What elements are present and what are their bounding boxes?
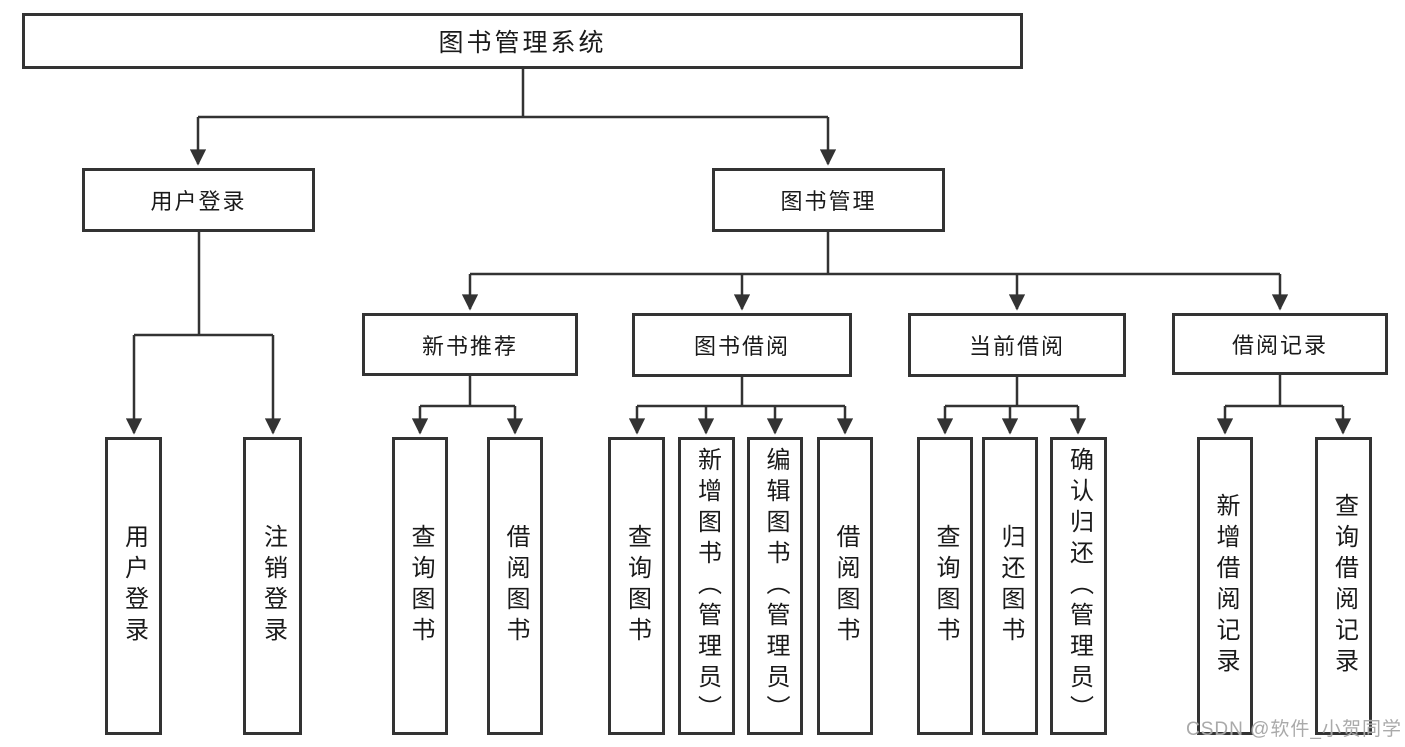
leaf-query-books: 查询图书 [608,437,665,735]
leaf-edit-books-admin: 编辑图书（管理员） [747,437,803,735]
leaf-add-borrow-record: 新增借阅记录 [1197,437,1253,735]
node-label: 查询图书 [623,524,651,648]
leaf-borrow-books-recommend: 借阅图书 [487,437,543,735]
leaf-return-books: 归还图书 [982,437,1038,735]
node-label: 借阅记录 [1231,333,1328,358]
node-label: 新增借阅记录 [1212,493,1239,679]
node-library-system: 图书管理系统 [22,13,1023,69]
node-label: 新增图书（管理员） [693,446,721,726]
node-new-book-recommend: 新书推荐 [362,313,578,376]
leaf-query-books-current: 查询图书 [917,437,973,735]
node-label: 借阅图书 [502,524,529,648]
node-label: 图书管理 [780,189,877,214]
node-label: 查询借阅记录 [1330,493,1358,679]
node-user-login-group: 用户登录 [82,168,315,232]
leaf-logout: 注销登录 [243,437,302,735]
node-label: 新书推荐 [421,333,518,359]
node-label: 用户登录 [120,524,148,648]
leaf-borrow-books: 借阅图书 [817,437,873,735]
leaf-add-books-admin: 新增图书（管理员） [678,437,735,735]
node-label: 归还图书 [997,524,1024,648]
node-label: 图书借阅 [693,334,790,359]
node-label: 借阅图书 [832,524,859,648]
leaf-query-borrow-record: 查询借阅记录 [1315,437,1372,735]
leaf-query-books-recommend: 查询图书 [392,437,448,735]
node-current-borrowing: 当前借阅 [908,313,1126,377]
node-book-borrowing: 图书借阅 [632,313,852,377]
node-label: 查询图书 [407,524,434,648]
node-label: 查询图书 [932,524,959,648]
watermark: CSDN @软件_小贺同学 [1186,719,1402,740]
leaf-user-login: 用户登录 [105,437,162,735]
node-label: 确认归还（管理员） [1065,446,1093,726]
node-label: 图书管理系统 [438,29,607,57]
node-label: 编辑图书（管理员） [762,446,789,726]
node-label: 用户登录 [150,189,247,214]
node-label: 当前借阅 [968,334,1065,359]
node-label: 注销登录 [259,524,287,648]
node-borrow-records: 借阅记录 [1172,313,1388,375]
node-book-management: 图书管理 [712,168,945,232]
leaf-confirm-return-admin: 确认归还（管理员） [1050,437,1107,735]
